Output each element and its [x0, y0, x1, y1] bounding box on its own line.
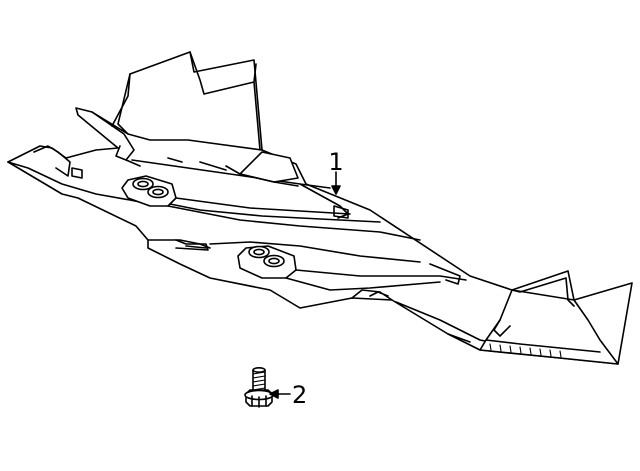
bolt-tip	[252, 366, 266, 373]
front-lip-hatch	[489, 343, 562, 358]
upper-prong	[91, 111, 141, 167]
bolt-head-faces	[251, 395, 267, 408]
rear-wall-inner	[127, 133, 263, 151]
rear-wall-fold	[111, 51, 261, 151]
front-flange-inner	[485, 277, 601, 353]
callout-2: 2	[292, 381, 307, 409]
lower-ribs	[285, 205, 467, 291]
callout-1-arrowhead	[331, 185, 341, 195]
callout-2-arrowhead	[269, 389, 279, 399]
lower-tab	[175, 239, 209, 251]
front-rail	[351, 289, 501, 345]
mid-panel-lines	[147, 197, 421, 263]
callout-1: 1	[328, 148, 343, 176]
shield-outline	[7, 51, 633, 365]
skid-plate-shield	[7, 51, 633, 365]
front-flange	[479, 289, 619, 365]
flange-bolt	[244, 366, 274, 408]
center-boss-rim	[225, 165, 299, 187]
right-bolt-boss	[237, 245, 297, 279]
